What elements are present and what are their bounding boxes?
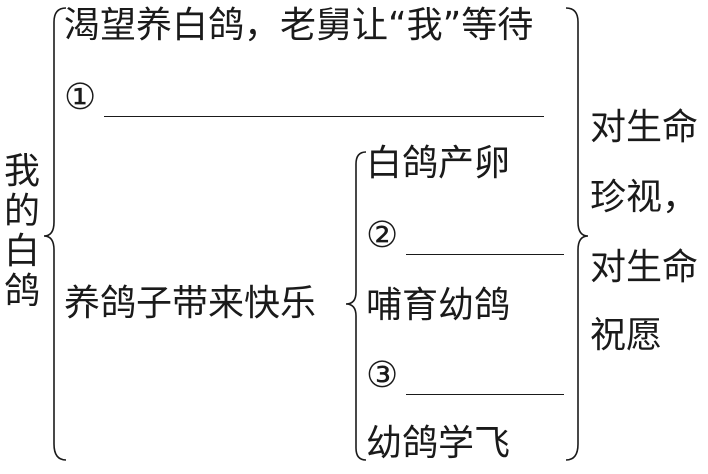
stage-egg-laying: 白鸽产卵 <box>366 143 511 184</box>
blank-2-marker: ② <box>366 215 399 256</box>
root-left-brace <box>43 7 67 461</box>
root-title: 我的白鸽 <box>3 151 40 312</box>
conclusion-line-3: 对生命 <box>590 247 699 288</box>
blank-1-marker: ① <box>64 77 97 118</box>
conclusion-line-4: 祝愿 <box>590 315 663 356</box>
stage-feeding-chicks: 哺育幼鸽 <box>366 285 511 326</box>
blank-3-marker: ③ <box>366 355 399 396</box>
conclusion-line-1: 对生命 <box>590 107 699 148</box>
branch-left-brace <box>345 151 367 461</box>
conclusion-line-2: 珍视， <box>590 177 699 218</box>
summary-right-brace <box>565 7 589 461</box>
stage-learning-to-fly: 幼鸽学飞 <box>366 423 511 464</box>
branch-1-text: 渴望养白鸽，老舅让“我”等待 <box>64 5 534 46</box>
blank-1-line <box>104 116 544 117</box>
blank-3-line <box>406 394 564 395</box>
blank-2-line <box>406 254 564 255</box>
branch-2-label: 养鸽子带来快乐 <box>64 283 317 324</box>
